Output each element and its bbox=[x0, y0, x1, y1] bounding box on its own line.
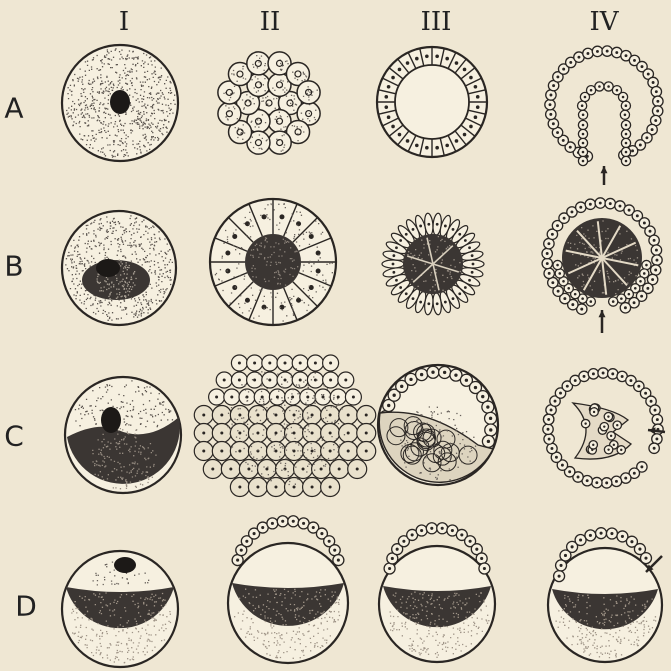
embryo-a-iv bbox=[545, 46, 663, 185]
embryo-b-ii bbox=[210, 199, 336, 325]
embryo-c-i bbox=[65, 377, 181, 493]
embryo-b-iii bbox=[382, 213, 484, 315]
embryo-c-iv bbox=[543, 368, 665, 488]
embryo-b-iv bbox=[542, 198, 662, 333]
embryo-c-iii bbox=[378, 365, 498, 485]
embryo-b-i bbox=[62, 211, 176, 325]
embryo-a-iii bbox=[377, 47, 487, 157]
embryo-d-iv bbox=[548, 528, 662, 662]
embryo-d-ii bbox=[228, 516, 348, 663]
embryo-a-i bbox=[62, 45, 178, 161]
embryo-c-ii bbox=[194, 355, 375, 497]
embryo-d-iii bbox=[379, 523, 495, 662]
embryo-a-ii bbox=[218, 52, 320, 154]
embryo-d-i bbox=[62, 551, 178, 667]
